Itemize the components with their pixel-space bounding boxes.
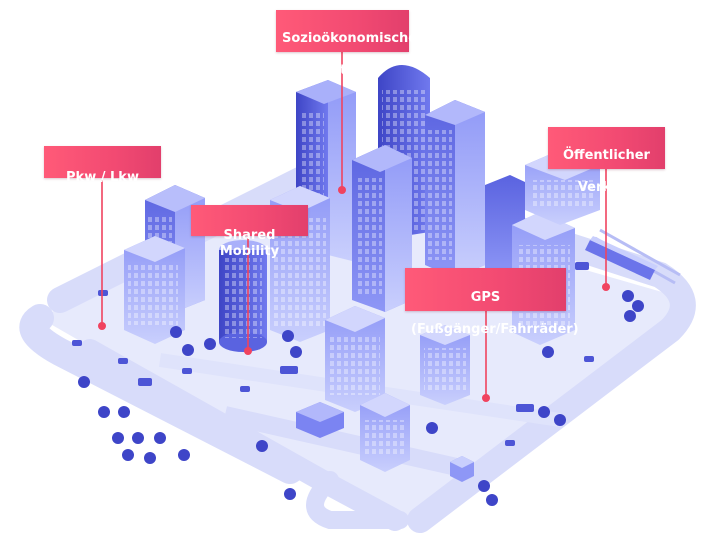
trees [78,290,644,506]
label-transit-line2: Verkehr [577,180,636,195]
marker-car [98,322,106,330]
building-front-small [360,393,410,472]
marker-transit [602,283,610,291]
label-socio-line2: Daten [320,63,365,78]
train [585,236,658,280]
connectors [98,50,610,402]
marker-socio [338,186,346,194]
label-shared-line1: Shared Mobility [219,228,280,259]
building-center-front [325,306,385,412]
small-house [450,456,474,482]
tower-center [352,145,412,312]
marker-gps [482,394,490,402]
label-car-line1: Pkw / Lkw [66,170,139,185]
pavilion [296,402,344,438]
label-shared-mobility: Shared Mobility [191,205,308,259]
label-transit-line1: Öffentlicher [563,148,650,163]
buildings [124,65,600,482]
tower-right-tall [425,100,485,278]
label-public-transport: Öffentlicher Verkehr [548,127,665,195]
label-socio-economic-data: Sozioökonomische Daten [276,10,418,78]
building-left-front [124,236,185,344]
label-gps-line1: GPS [470,290,501,305]
label-gps: GPS (Fußgänger/Fahrräder) [405,268,579,337]
round-tower-shared [219,240,267,352]
label-socio-line1: Sozioökonomische [282,31,418,46]
label-gps-line2: (Fußgänger/Fahrräder) [411,322,579,337]
label-car-truck: Pkw / Lkw [44,146,161,185]
building-gps [420,325,470,405]
marker-shared [244,347,252,355]
